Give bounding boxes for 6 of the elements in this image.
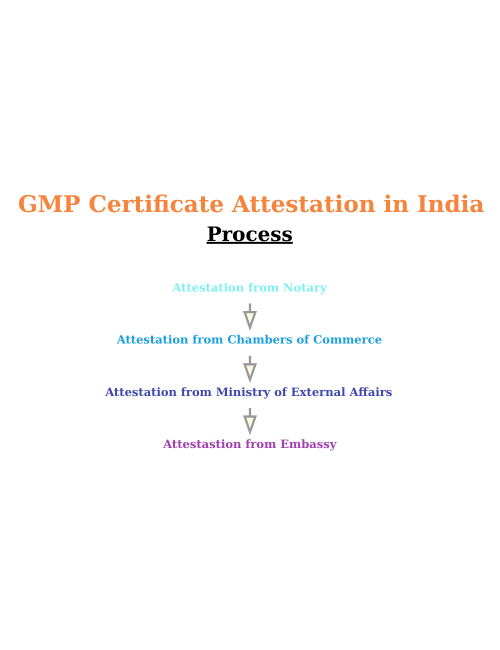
node-text: Attestastion from Embassy <box>163 436 336 451</box>
node-text: Attestation from Notary <box>172 280 327 294</box>
node-text: Attestation from Chambers of Commerce <box>116 332 382 346</box>
diagram-title: GMP Certificate Attestation in India <box>18 190 484 218</box>
node-text: Attestation from Ministry of External Affairs <box>105 384 392 398</box>
label: Process <box>206 221 293 246</box>
